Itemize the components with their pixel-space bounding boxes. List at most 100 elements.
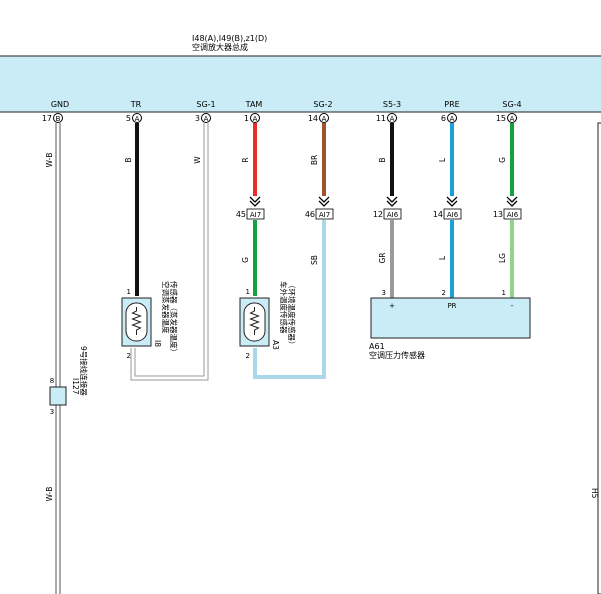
chevron-down-icon (386, 196, 398, 207)
inline-connector-pre (443, 208, 462, 220)
inline-conn-sg2: AI7 (319, 211, 330, 219)
connector-letter-s53: A (390, 115, 395, 123)
connector-letter-tam: A (253, 115, 258, 123)
connector-circle-s53 (387, 113, 397, 123)
wire-color-gnd-top: W-B (45, 153, 54, 168)
chevron-down-icon (446, 196, 458, 207)
signal-label-sg1: SG-1 (196, 100, 215, 109)
connector-circle-sg1 (201, 113, 211, 123)
evap-sensor-code: I8 (153, 340, 162, 347)
pressure-sensor-name: 空调压力传感器 (369, 350, 425, 360)
signal-label-tr: TR (130, 100, 142, 109)
evap-sensor-pin-top: 1 (127, 288, 131, 296)
chevron-down-icon (318, 196, 330, 207)
inline-conn-tam: AI7 (250, 211, 261, 219)
ambient-sensor-name-line2: （环境温度传感器） (287, 281, 297, 349)
sg1-wire-inner (130, 123, 209, 381)
pin-number-tam: 1 (244, 114, 249, 123)
pressure-sensor-code: A61 (369, 342, 385, 351)
inline-conn-pre: AI6 (447, 211, 459, 219)
sg1-wire-outer (134, 123, 205, 377)
right-edge-label: H5 (590, 488, 599, 499)
junction-code: I127 (71, 378, 80, 395)
pressure-sensor-box (370, 297, 531, 339)
pin-number-pre: 6 (441, 114, 446, 123)
amplifier-title: 空调放大器总成 (192, 42, 248, 52)
connector-letter-gnd: B (56, 115, 61, 123)
wire-color-pre-bottom: L (438, 255, 447, 260)
right-partial-component (597, 122, 601, 594)
connector-circle-gnd (53, 113, 63, 123)
wire-color-tam-top: R (241, 157, 250, 162)
pin-number-gnd: 17 (42, 114, 52, 123)
ambient-sensor-code: A3 (271, 340, 280, 350)
connector-letter-sg1: A (204, 115, 209, 123)
pressure-pin-pr: 2 (442, 289, 446, 297)
junction-pin-top: 8 (50, 377, 54, 385)
inline-pin-pre: 14 (433, 210, 443, 219)
thermistor-icon (243, 302, 266, 342)
pressure-pin-minus: 1 (502, 289, 506, 297)
evap-sensor-name-line1: 空调蒸发器温度 (161, 281, 171, 334)
inline-pin-tam: 45 (236, 210, 246, 219)
inline-pin-s53: 12 (373, 210, 383, 219)
inline-connector-sg4 (503, 208, 522, 220)
signal-label-pre: PRE (444, 100, 459, 109)
wire-color-sg4-bottom: LG (498, 253, 507, 263)
junction-connector-box (49, 386, 67, 406)
inline-connector-tam (246, 208, 265, 220)
pin-number-s53: 11 (376, 114, 386, 123)
signal-label-sg2: SG-2 (313, 100, 332, 109)
wire-color-sg4-top: G (498, 157, 507, 163)
pressure-symbol-pr: PR (447, 302, 456, 310)
wire-color-tr: B (124, 157, 133, 162)
wire-color-tam-bottom: G (241, 257, 250, 263)
wire-color-s53-bottom: GR (378, 252, 387, 263)
evap-sensor-name-line2: 传感器（蒸发器温度） (169, 281, 179, 356)
pin-number-tr: 5 (126, 114, 131, 123)
connector-letter-tr: A (135, 115, 140, 123)
connector-letter-sg4: A (510, 115, 515, 123)
wire-color-gnd-bottom: W-B (45, 487, 54, 502)
inline-conn-s53: AI6 (387, 211, 399, 219)
thermistor-icon (125, 302, 148, 342)
connector-circle-sg4 (507, 113, 517, 123)
pressure-pin-plus: 3 (382, 289, 386, 297)
evap-sensor-pin-bottom: 2 (127, 352, 131, 360)
ambient-sensor-name-line1: 车外温度传感器 (279, 281, 289, 334)
air-conditioning-amplifier-box (0, 55, 601, 113)
wire-color-s53-top: B (378, 157, 387, 162)
ambient-sensor-pin-top: 1 (246, 288, 250, 296)
wire-color-sg2-top: BR (310, 155, 319, 165)
inline-connector-sg2 (315, 208, 334, 220)
signal-label-tam: TAM (245, 100, 263, 109)
wire-color-pre-top: L (438, 157, 447, 162)
wire-color-sg1: W (193, 156, 202, 164)
ambient-sensor-pin-bottom: 2 (246, 352, 250, 360)
signal-label-gnd: GND (51, 100, 69, 109)
sg2-wire-bottom (253, 220, 326, 379)
connector-circle-tr (132, 113, 142, 123)
inline-conn-sg4: AI6 (507, 211, 519, 219)
chevron-down-icon (249, 196, 261, 207)
signal-label-sg4: SG-4 (502, 100, 521, 109)
signal-label-s53: S5-3 (383, 100, 401, 109)
amplifier-code-label: I48(A),I49(B),z1(D) (192, 34, 267, 43)
connector-circle-tam (250, 113, 260, 123)
pressure-symbol-minus: - (511, 302, 514, 310)
gnd-wire (55, 123, 61, 594)
connector-letter-sg2: A (322, 115, 327, 123)
connector-circle-sg2 (319, 113, 329, 123)
inline-pin-sg4: 13 (493, 210, 503, 219)
wire-color-sg2-bottom: SB (310, 255, 319, 265)
chevron-down-icon (506, 196, 518, 207)
connector-circle-pre (447, 113, 457, 123)
pressure-symbol-plus: + (389, 302, 395, 310)
connector-letter-pre: A (450, 115, 455, 123)
inline-connector-s53 (383, 208, 402, 220)
pin-number-sg4: 15 (496, 114, 506, 123)
junction-pin-bottom: 3 (50, 408, 54, 416)
inline-pin-sg2: 46 (305, 210, 315, 219)
junction-name: 9号接线连接器 (79, 346, 89, 396)
